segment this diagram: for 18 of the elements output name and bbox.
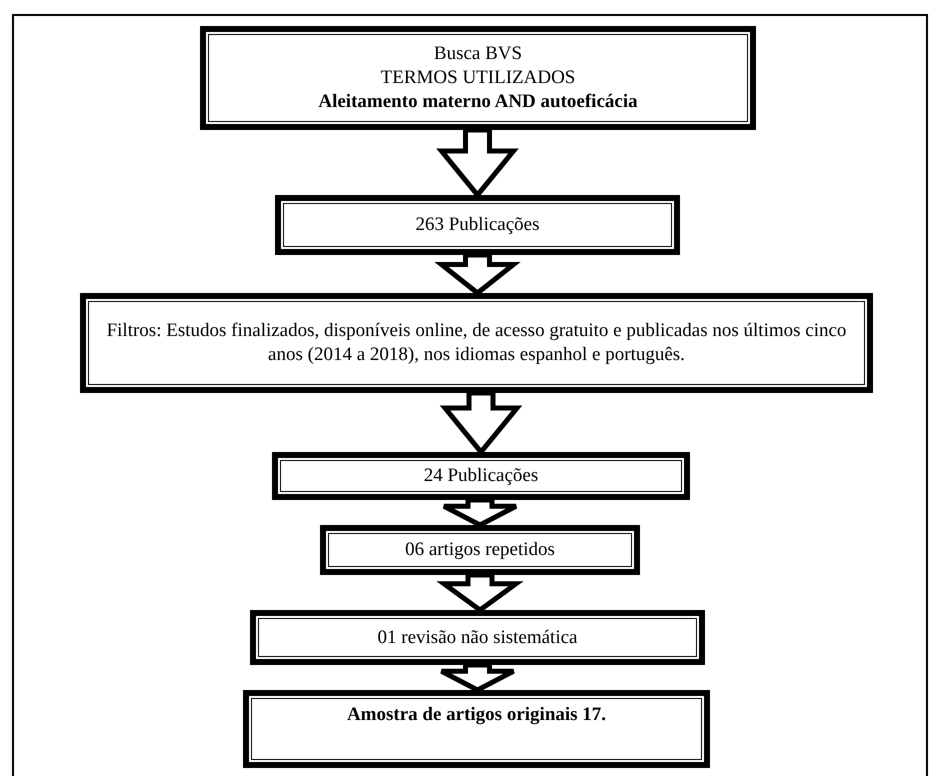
- box-text: 06 artigos repetidos: [405, 538, 555, 562]
- process-box: [272, 452, 690, 500]
- box-text: 01 revisão não sistemática: [378, 626, 578, 650]
- box-text: Aleitamento materno AND autoeficácia: [318, 90, 638, 114]
- process-box: [80, 293, 873, 393]
- box-text: 24 Publicações: [424, 464, 538, 488]
- block-arrow: [442, 498, 518, 528]
- box-text: Amostra de artigos originais 17.: [346, 703, 606, 727]
- box-text: TERMOS UTILIZADOS: [380, 66, 576, 90]
- box-text: Filtros: Estudos finalizados, disponíveis online, de acesso gratuito e publicadas nos últimos cinco anos (2014 a 2018), nos idiomas espanhol e português.: [106, 319, 848, 367]
- box-text: Busca BVS: [434, 42, 522, 66]
- process-box: [320, 525, 640, 575]
- block-arrow: [439, 662, 516, 693]
- box-text: 263 Publicações: [415, 213, 540, 237]
- process-box: [250, 610, 705, 665]
- process-box: [200, 26, 756, 130]
- process-box: [243, 690, 710, 768]
- process-box: [275, 195, 680, 255]
